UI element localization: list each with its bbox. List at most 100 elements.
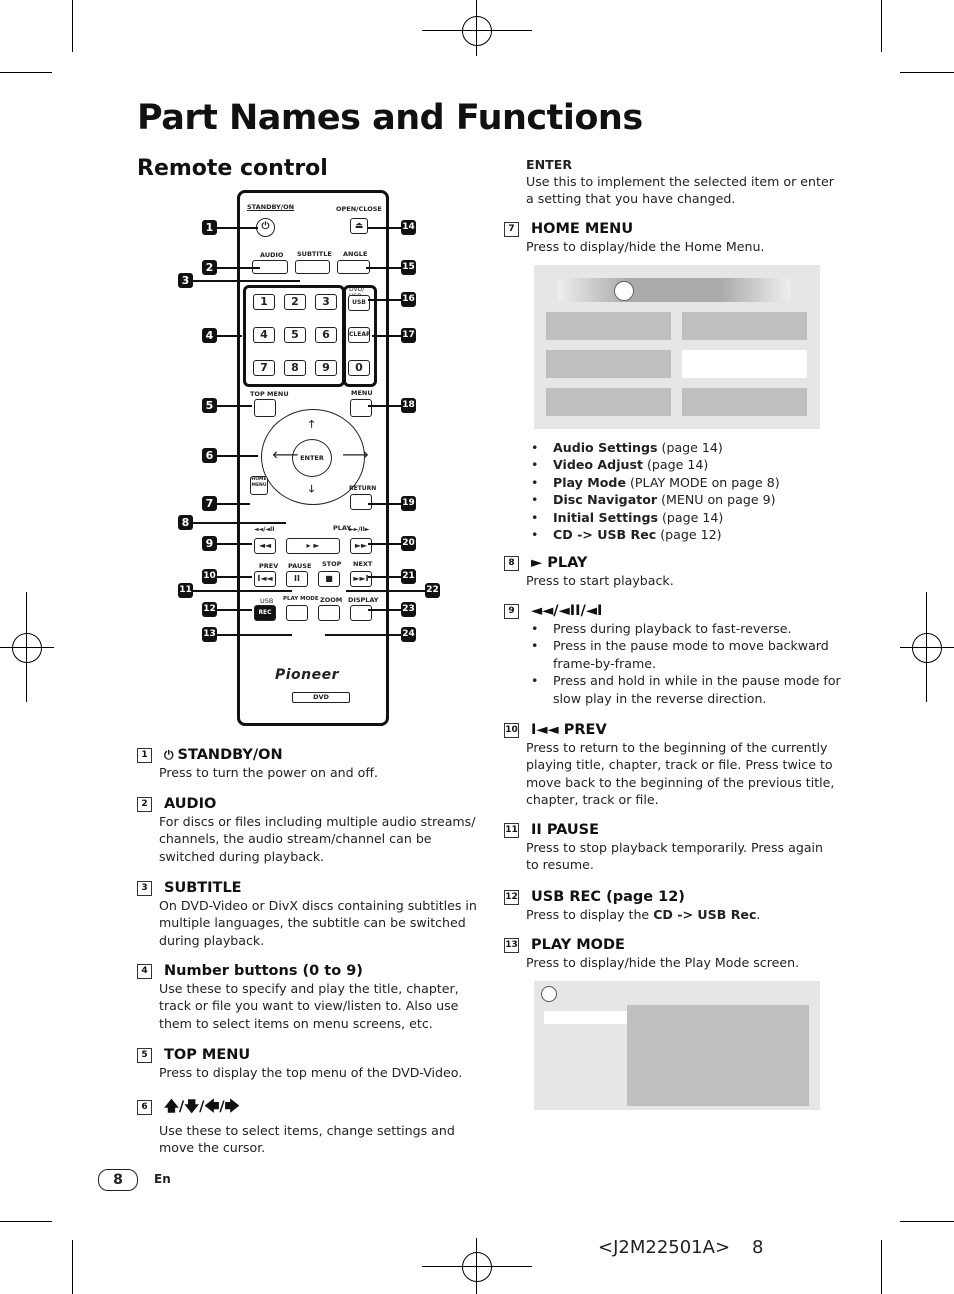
item-text: On DVD-Video or DivX discs containing su…: [159, 898, 477, 948]
home-menu-header-bar: [558, 278, 790, 302]
list-item: Audio Settings (page 14): [526, 439, 846, 457]
arrow-down-icon[interactable]: 🡓: [309, 484, 315, 495]
clear-button[interactable]: CLEAR: [348, 327, 371, 343]
item-number: 4: [137, 964, 152, 979]
menu-tile: [546, 350, 671, 378]
power-icon: ⏻: [164, 748, 174, 762]
item-audio: 2 AUDIO For discs or files including mult…: [137, 796, 485, 865]
arrow-right-icon[interactable]: 🡒: [342, 450, 369, 461]
callout-badge: 14: [401, 220, 416, 235]
digit-button[interactable]: 9: [315, 360, 337, 376]
stop-button[interactable]: ■: [318, 571, 340, 587]
audio-label: AUDIO: [260, 251, 284, 259]
angle-label: ANGLE: [343, 250, 368, 258]
item-text: Press to display the CD -> USB Rec.: [526, 907, 761, 922]
digit-button[interactable]: 7: [253, 360, 275, 376]
page-title: Part Names and Functions: [137, 98, 643, 138]
item-reverse: 9◄◄/◄II/◄I Press during playback to fast…: [504, 603, 844, 707]
prev-button[interactable]: I◄◄: [254, 571, 276, 587]
next-button[interactable]: ►►I: [350, 571, 372, 587]
menu-label: MENU: [351, 389, 373, 397]
digit-button[interactable]: 3: [315, 294, 337, 310]
item-title: AUDIO: [164, 796, 217, 812]
display-button[interactable]: [350, 605, 372, 621]
item-text: Press to return to the beginning of the …: [526, 740, 835, 808]
item-number: 2: [137, 797, 152, 812]
leader-line: [372, 335, 402, 337]
enter-button[interactable]: ENTER: [292, 439, 332, 477]
item-title: TOP MENU: [164, 1047, 251, 1063]
list-item: Press and hold in while in the pause mod…: [526, 672, 844, 707]
leader-line: [216, 455, 258, 457]
arrows-icon: 🡅/🡇/🡄/🡆: [164, 1099, 240, 1115]
digit-button[interactable]: 0: [348, 360, 370, 376]
list-item: Play Mode (PLAY MODE on page 8): [526, 474, 846, 492]
usb-rec-button[interactable]: REC: [254, 605, 276, 621]
play-mode-screenshot: [534, 981, 820, 1110]
disc-icon: [614, 281, 634, 301]
callout-badge: 9: [202, 536, 217, 551]
digit-button[interactable]: 5: [284, 327, 306, 343]
digit-button[interactable]: 1: [253, 294, 275, 310]
pause-button[interactable]: II: [286, 571, 308, 587]
home-menu-button[interactable]: HOME MENU: [250, 476, 268, 495]
callout-badge: 8: [178, 515, 193, 530]
dvd-usb-button[interactable]: USB: [348, 295, 370, 311]
subtitle-button[interactable]: [295, 260, 330, 274]
leader-line: [216, 405, 252, 407]
registration-circle: [462, 16, 492, 46]
leader-line: [216, 609, 252, 611]
arrow-left-icon[interactable]: 🡐: [272, 450, 299, 461]
top-menu-button[interactable]: [254, 399, 276, 417]
item-title: II PAUSE: [531, 822, 600, 838]
reverse-button[interactable]: ◄◄: [254, 538, 276, 554]
callout-badge: 1: [202, 220, 217, 235]
callout-badge: 4: [202, 328, 217, 343]
item-text: Use these to specify and play the title,…: [159, 981, 459, 1031]
leader-line: [368, 299, 402, 301]
play-button[interactable]: ▸ ►: [286, 538, 340, 554]
leader-line: [216, 227, 258, 229]
menu-button[interactable]: [350, 399, 372, 417]
item-number: 3: [137, 881, 152, 896]
callout-badge: 21: [401, 569, 416, 584]
registration-circle: [462, 1252, 492, 1282]
leader-line: [325, 634, 402, 636]
dpad-ring[interactable]: [261, 409, 365, 505]
home-menu-screenshot: [534, 265, 820, 429]
item-number: 1: [137, 748, 152, 763]
zoom-button[interactable]: [318, 605, 340, 621]
digit-button[interactable]: 6: [315, 327, 337, 343]
crop-mark: [900, 1221, 954, 1222]
eject-icon: ⏏: [354, 221, 364, 231]
digit-button[interactable]: 2: [284, 294, 306, 310]
leader-line: [192, 280, 300, 282]
item-text: For discs or files including multiple au…: [159, 814, 476, 864]
rev-label: ◄◄/◄II: [254, 526, 275, 533]
standby-button[interactable]: ⏻: [256, 218, 275, 237]
arrow-up-icon[interactable]: 🡑: [309, 419, 315, 430]
digit-button[interactable]: 8: [284, 360, 306, 376]
item-text: Press to stop playback temporarily. Pres…: [526, 840, 824, 873]
list-item: Disc Navigator (MENU on page 9): [526, 491, 846, 509]
crop-mark: [72, 0, 73, 52]
open-close-button[interactable]: ⏏: [350, 218, 368, 234]
item-number: 7: [504, 222, 519, 237]
print-page-number: 8: [752, 1237, 764, 1258]
stop-label: STOP: [322, 560, 342, 568]
callout-badge: 3: [178, 273, 193, 288]
return-button[interactable]: [350, 494, 372, 510]
forward-button[interactable]: ►►: [350, 538, 372, 554]
digit-button[interactable]: 4: [253, 327, 275, 343]
item-text: Press to start playback.: [526, 573, 674, 588]
registration-circle: [12, 633, 42, 663]
item-title: Number buttons (0 to 9): [164, 963, 363, 979]
power-icon: ⏻: [261, 221, 270, 232]
callout-badge: 19: [401, 496, 416, 511]
callout-badge: 5: [202, 398, 217, 413]
next-label: NEXT: [353, 560, 373, 568]
play-mode-button[interactable]: [286, 605, 308, 621]
menu-tile: [546, 388, 671, 416]
menu-tile: [682, 312, 807, 340]
